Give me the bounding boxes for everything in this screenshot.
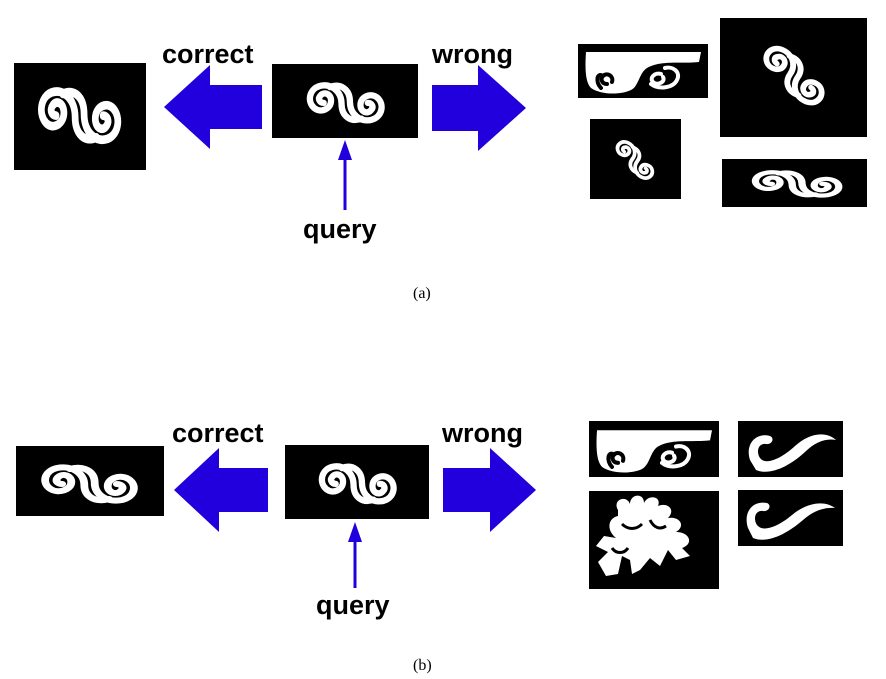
wrong-result-image: [722, 159, 867, 207]
correct-result-image: [14, 63, 146, 170]
wrong-result-image: [720, 18, 867, 137]
query-pointer-arrow: [338, 140, 352, 210]
query-image: [272, 64, 418, 138]
correct-label: correct: [172, 418, 264, 448]
correct-arrow: [174, 448, 268, 532]
wrong-label: wrong: [431, 39, 513, 69]
wrong-result-image: [589, 421, 719, 477]
wrong-result-image: [738, 490, 843, 546]
query-pointer-arrow: [348, 522, 362, 588]
wrong-result-image: [738, 421, 843, 477]
query-label: query: [303, 214, 377, 244]
correct-arrow: [164, 65, 262, 149]
correct-label: correct: [162, 39, 254, 69]
query-image: [285, 445, 429, 519]
caption-a: (a): [413, 285, 431, 302]
wrong-arrow: [432, 65, 526, 151]
panel-a: correct wrong query (a): [14, 18, 867, 302]
panel-b: correct wrong query (b): [16, 418, 843, 674]
wrong-label: wrong: [441, 418, 523, 448]
query-label: query: [316, 590, 390, 620]
wrong-result-image: [590, 119, 681, 199]
wrong-result-image: [589, 491, 719, 589]
wrong-result-image: [578, 44, 708, 98]
wrong-arrow: [443, 448, 536, 532]
correct-result-image: [16, 446, 164, 516]
caption-b: (b): [413, 657, 432, 674]
